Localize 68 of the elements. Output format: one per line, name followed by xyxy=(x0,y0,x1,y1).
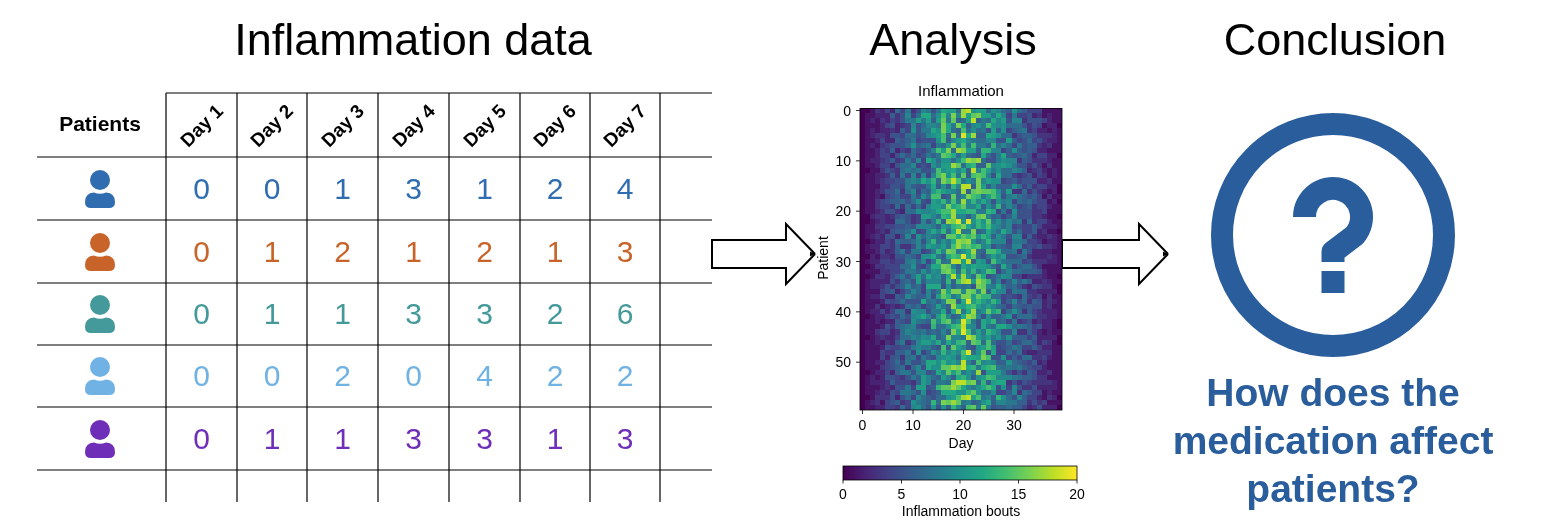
data-value: 2 xyxy=(334,358,351,394)
data-value: 1 xyxy=(263,421,281,456)
tick-label: 0 xyxy=(858,416,867,434)
data-value: 3 xyxy=(405,421,422,456)
question-text: How does the medication affect patients? xyxy=(1171,370,1495,512)
tick-label: 30 xyxy=(835,253,851,270)
data-value: 0 xyxy=(263,171,281,206)
colorbar-label: Inflammation bouts xyxy=(901,502,1021,520)
data-value: 2 xyxy=(546,358,564,394)
chart-title: Inflammation xyxy=(918,82,1004,100)
data-value: 0 xyxy=(193,358,210,394)
column-heading: Day 7 xyxy=(599,100,651,152)
column-heading: Day 1 xyxy=(175,100,228,152)
panel-heading: Analysis xyxy=(869,14,1037,66)
data-value: 3 xyxy=(476,421,493,456)
data-value: 1 xyxy=(405,234,422,269)
tick-label: 20 xyxy=(955,416,972,434)
column-heading: Day 4 xyxy=(387,100,440,152)
data-value: 0 xyxy=(263,358,281,394)
block-arrow xyxy=(711,221,816,287)
data-value: 1 xyxy=(334,296,351,332)
tick-label: 20 xyxy=(1069,485,1085,503)
data-value: 0 xyxy=(193,296,210,332)
tick-label: 0 xyxy=(839,485,847,503)
axis-label: Day xyxy=(948,434,974,452)
data-value: 3 xyxy=(405,171,422,206)
tick-label: 0 xyxy=(843,102,851,119)
data-value: 0 xyxy=(405,358,422,394)
column-heading: Day 5 xyxy=(458,100,511,152)
data-value: 1 xyxy=(546,234,564,269)
column-heading: Day 2 xyxy=(246,100,298,152)
tick-label: 50 xyxy=(835,354,851,371)
data-value: 0 xyxy=(193,234,210,269)
data-value: 1 xyxy=(476,171,493,206)
data-value: 2 xyxy=(616,358,634,394)
data-value: 1 xyxy=(334,171,351,206)
data-value: 4 xyxy=(476,358,493,394)
column-heading: Day 6 xyxy=(529,100,581,152)
data-value: 3 xyxy=(616,234,634,269)
tick-label: 20 xyxy=(835,203,851,220)
tick-label: 40 xyxy=(835,303,851,320)
panel-heading: Conclusion xyxy=(1223,14,1447,66)
column-heading: Day 3 xyxy=(316,100,369,152)
data-value: 1 xyxy=(263,296,281,332)
column-heading: Patients xyxy=(59,111,141,137)
data-value: 3 xyxy=(476,296,493,332)
tick-label: 15 xyxy=(1010,485,1027,503)
data-value: 0 xyxy=(193,421,210,456)
data-value: 3 xyxy=(405,296,422,332)
tick-label: 10 xyxy=(905,416,921,434)
panel-heading: Inflammation data xyxy=(234,14,592,66)
data-value: 1 xyxy=(263,234,281,269)
data-value: 1 xyxy=(334,421,351,456)
data-value: 3 xyxy=(616,421,634,456)
data-value: 4 xyxy=(616,171,634,206)
data-value: 2 xyxy=(546,296,564,332)
data-value: 2 xyxy=(546,171,564,206)
tick-label: 5 xyxy=(897,485,906,503)
data-value: 2 xyxy=(476,234,493,269)
data-value: 6 xyxy=(616,296,634,332)
tick-label: 10 xyxy=(835,152,851,169)
data-value: 0 xyxy=(193,171,210,206)
data-value: 2 xyxy=(334,234,351,269)
data-value: 1 xyxy=(546,421,564,456)
block-arrow xyxy=(1061,221,1169,287)
tick-label: 30 xyxy=(1006,416,1022,434)
tick-label: 10 xyxy=(952,485,968,503)
axis-label: Patient xyxy=(814,236,832,280)
